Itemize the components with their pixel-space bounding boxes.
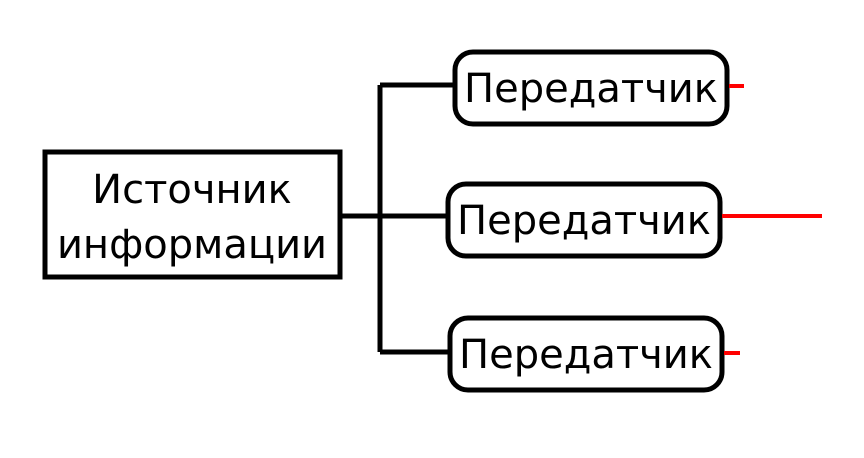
transmitter-node-1: Передатчик bbox=[452, 49, 744, 127]
transmitter-box-3 bbox=[447, 315, 725, 393]
source-node: Источник информации bbox=[42, 149, 343, 280]
transmitter-box-1 bbox=[452, 49, 730, 127]
transmitter-label-1: Передатчик bbox=[464, 66, 718, 112]
connectors bbox=[340, 82, 455, 355]
transmitter-box-2 bbox=[445, 181, 723, 259]
source-label-line2: информации bbox=[57, 222, 327, 268]
transmitter-label-3: Передатчик bbox=[459, 332, 713, 378]
transmitter-node-3: Передатчик bbox=[447, 315, 740, 393]
source-box bbox=[42, 149, 343, 280]
source-label-line1: Источник bbox=[92, 167, 292, 213]
transmitter-node-2: Передатчик bbox=[445, 181, 822, 259]
transmitter-label-2: Передатчик bbox=[457, 198, 711, 244]
